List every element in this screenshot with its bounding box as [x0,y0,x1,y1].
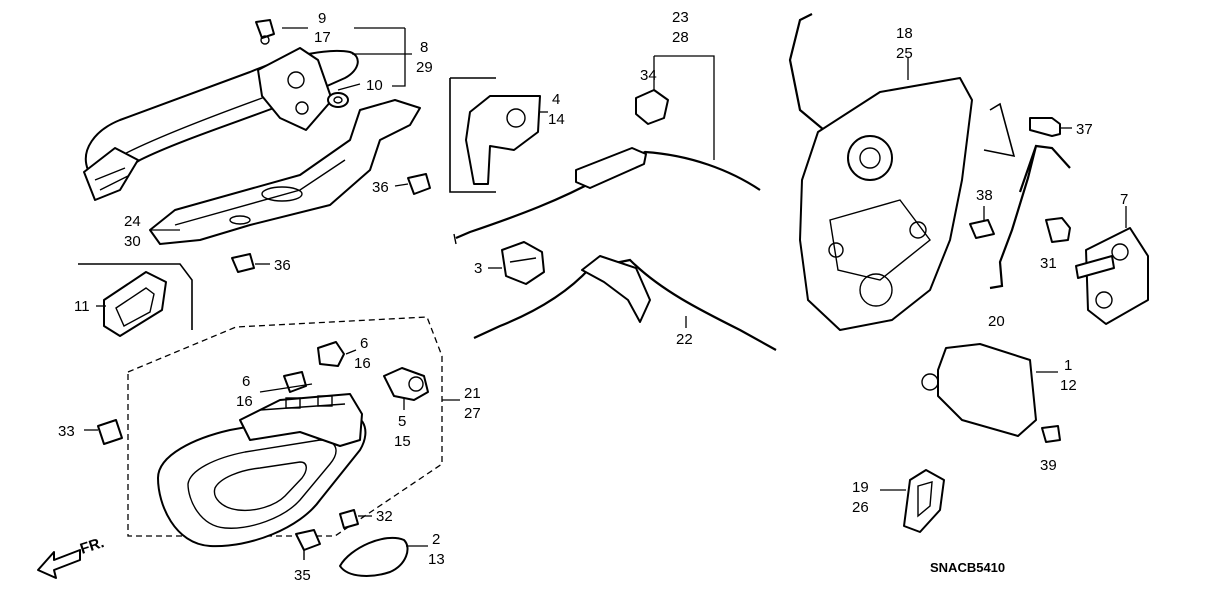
callout-15: 15 [394,433,411,450]
callout-16-lower: 16 [236,393,253,410]
callout-19: 19 [852,479,869,496]
callout-35: 35 [294,567,311,584]
bolt-36-lower [231,253,255,273]
callout-13: 13 [428,551,445,568]
front-direction-label: FR. [78,534,106,558]
callout-11: 11 [74,298,90,315]
lock-cover-1-12 [921,343,1037,437]
spacer-19-26 [903,469,945,533]
cable-22 [473,255,777,351]
callout-22: 22 [676,331,693,348]
callout-8: 8 [420,39,428,56]
callout-9: 9 [318,10,326,27]
screw-31 [1045,217,1071,243]
rod-20 [989,144,1071,290]
callout-17: 17 [314,29,331,46]
screw-32 [339,509,359,529]
callout-28: 28 [672,29,689,46]
callout-34: 34 [640,67,657,84]
callout-27: 27 [464,405,481,422]
diagram-code: SNACB5410 [930,560,1005,575]
callout-21: 21 [464,385,481,402]
rod-guide-5-15 [383,367,429,401]
screw-9-17 [255,19,275,45]
callout-6-lower: 6 [242,373,250,390]
clip-34 [635,89,669,125]
clip-6-16-lower [283,371,307,393]
screw-38 [969,219,995,239]
callout-1: 1 [1064,357,1072,374]
callout-3: 3 [474,260,482,277]
screw-39 [1041,425,1061,443]
gasket-11 [103,271,167,337]
handle-base-plate [149,99,421,245]
callout-31: 31 [1040,255,1057,272]
callout-30: 30 [124,233,141,250]
washer-10 [327,92,349,108]
bracket-4-14 [465,95,541,185]
callout-2: 2 [432,531,440,548]
clip-33 [97,419,123,445]
callout-12: 12 [1060,377,1077,394]
callout-36-upper: 36 [372,179,389,196]
cable-holder-3 [501,241,545,285]
callout-32: 32 [376,508,393,525]
callout-18: 18 [896,25,913,42]
callout-10: 10 [366,77,383,94]
striker-7 [1075,227,1149,325]
outside-handle-bracket [257,47,333,131]
bolt-36-upper [407,173,431,195]
callout-39: 39 [1040,457,1057,474]
callout-16-upper: 16 [354,355,371,372]
callout-14: 14 [548,111,565,128]
cable-23-28 [453,147,761,245]
callout-29: 29 [416,59,433,76]
clip-35 [295,529,321,560]
callout-23: 23 [672,9,689,26]
callout-7: 7 [1120,191,1128,208]
callout-4: 4 [552,91,560,108]
callout-36-lower: 36 [274,257,291,274]
callout-37: 37 [1076,121,1093,138]
clip-6-16-upper [317,341,345,367]
callout-25: 25 [896,45,913,62]
screw-37 [1029,117,1061,137]
callout-24: 24 [124,213,141,230]
callout-5: 5 [398,413,406,430]
callout-26: 26 [852,499,869,516]
front-direction-arrow: FR. [37,534,106,579]
door-lock-assembly [788,13,973,331]
callout-20: 20 [988,313,1005,330]
handle-cover-2-13 [339,536,409,577]
callout-6-upper: 6 [360,335,368,352]
inside-handle [157,393,367,548]
callout-33: 33 [58,423,75,440]
callout-38: 38 [976,187,993,204]
